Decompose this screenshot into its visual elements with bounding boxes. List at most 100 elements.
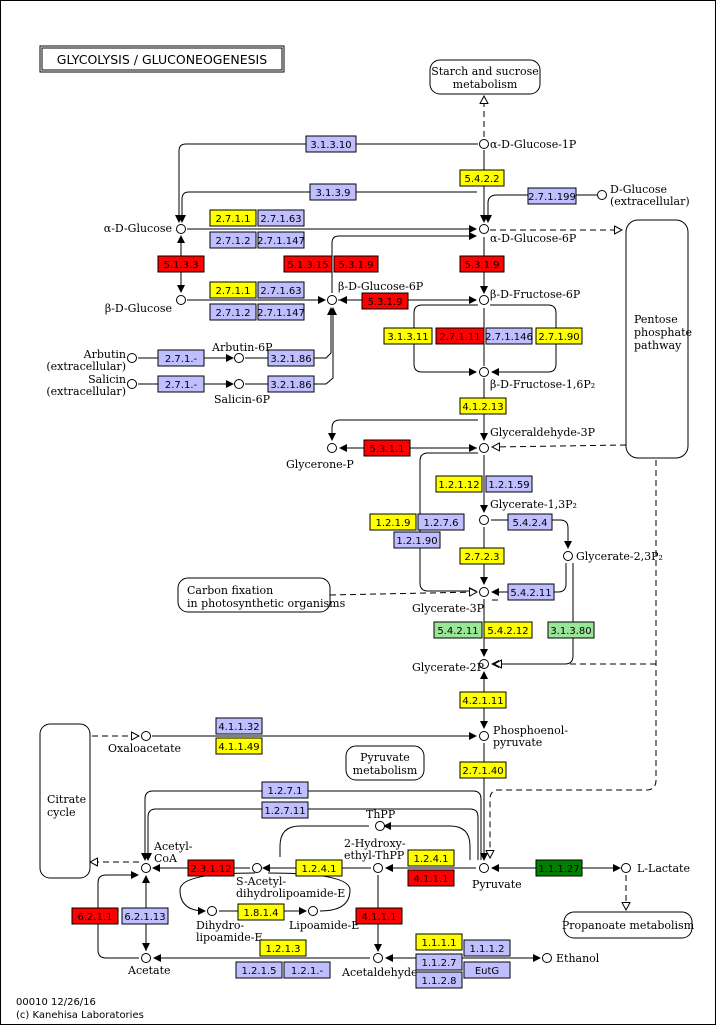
compound-acetaldehyde[interactable] [373, 953, 383, 963]
enzyme-rect[interactable] [209, 303, 257, 321]
enzyme-rect[interactable] [463, 961, 511, 979]
enzyme-box[interactable]: 1.2.1.59 [485, 475, 533, 493]
enzyme-box[interactable]: 1.1.2.8 [415, 971, 463, 989]
compound-b-fru16p2[interactable] [479, 367, 489, 377]
enzyme-rect[interactable] [187, 859, 235, 877]
enzyme-rect[interactable] [435, 327, 485, 345]
enzyme-box[interactable]: EutG [463, 961, 511, 979]
enzyme-rect[interactable] [283, 961, 331, 979]
enzyme-rect[interactable] [535, 327, 583, 345]
enzyme-box[interactable]: 5.4.2.11 [433, 621, 483, 639]
enzyme-rect[interactable] [215, 717, 263, 735]
enzyme-rect[interactable] [369, 513, 417, 531]
enzyme-box[interactable]: 6.2.1.1 [71, 907, 119, 925]
enzyme-rect[interactable] [393, 531, 441, 549]
enzyme-rect[interactable] [459, 169, 505, 187]
enzyme-rect[interactable] [261, 781, 309, 799]
map-carbon-fixation[interactable]: Carbon fixation in photosynthetic organi… [177, 577, 346, 613]
compound-l-lactate[interactable] [621, 863, 631, 873]
compound-arbutin[interactable] [127, 353, 137, 363]
enzyme-rect[interactable] [383, 327, 433, 345]
compound-a-glc1p[interactable] [479, 139, 489, 149]
enzyme-box[interactable]: 4.1.1.49 [215, 737, 263, 755]
enzyme-rect[interactable] [237, 903, 285, 921]
enzyme-box[interactable]: 5.3.1.9 [361, 292, 409, 310]
enzyme-rect[interactable] [209, 231, 257, 249]
enzyme-rect[interactable] [71, 907, 119, 925]
compound-d-glucose-ext[interactable] [597, 190, 607, 200]
compound-pyruvate[interactable] [479, 863, 489, 873]
compound-arbutin6p[interactable] [234, 353, 244, 363]
compound-b-glc6p[interactable] [327, 295, 337, 305]
enzyme-box[interactable]: 1.2.1.- [283, 961, 331, 979]
enzyme-rect[interactable] [507, 583, 555, 601]
compound-hydroxyethyl-thpp[interactable] [373, 863, 383, 873]
compound-nodes[interactable] [127, 139, 631, 963]
compound-a-glucose[interactable] [176, 224, 186, 234]
compound-thpp[interactable] [375, 821, 385, 831]
compound-ethanol[interactable] [542, 953, 552, 963]
enzyme-box[interactable]: 5.1.3.15 [283, 255, 333, 273]
enzyme-rect[interactable] [259, 939, 307, 957]
enzyme-rect[interactable] [257, 231, 305, 249]
enzyme-rect[interactable] [483, 621, 533, 639]
enzyme-box[interactable]: 1.2.1.90 [393, 531, 441, 549]
enzyme-boxes[interactable]: 3.1.3.10 5.4.2.2 2.7.1.199 3.1.3.9 2.7.1… [71, 135, 595, 989]
enzyme-box[interactable]: 5.4.2.12 [483, 621, 533, 639]
enzyme-box[interactable]: 1.2.7.11 [261, 801, 309, 819]
enzyme-box[interactable]: 2.7.1.1 [209, 281, 257, 299]
enzyme-box[interactable]: 2.7.1.63 [257, 209, 305, 227]
enzyme-rect[interactable] [355, 907, 403, 925]
compound-glycerate-2p[interactable] [479, 659, 489, 669]
enzyme-box[interactable]: 3.1.3.10 [305, 135, 357, 153]
enzyme-box[interactable]: 1.8.1.4 [237, 903, 285, 921]
enzyme-box[interactable]: 3.2.1.86 [267, 349, 315, 367]
map-pyruvate-metabolism[interactable]: Pyruvate metabolism [345, 745, 425, 781]
enzyme-box[interactable]: 2.7.2.3 [459, 547, 505, 565]
enzyme-box[interactable]: 2.7.1.- [157, 349, 205, 367]
enzyme-box[interactable]: 3.1.3.9 [309, 183, 357, 201]
enzyme-rect[interactable] [463, 939, 511, 957]
map-starch-sucrose[interactable]: Starch and sucrose metabolism [429, 59, 541, 95]
enzyme-rect[interactable] [459, 691, 507, 709]
enzyme-box[interactable]: 1.2.1.3 [259, 939, 307, 957]
enzyme-rect[interactable] [417, 513, 465, 531]
compound-g3p[interactable] [479, 443, 489, 453]
enzyme-box[interactable]: 4.1.1.1 [355, 907, 403, 925]
enzyme-box[interactable]: 5.1.3.3 [157, 255, 205, 273]
enzyme-rect[interactable] [363, 439, 411, 457]
enzyme-box[interactable]: 3.1.3.11 [383, 327, 433, 345]
enzyme-box[interactable]: 2.7.1.11 [435, 327, 485, 345]
enzyme-rect[interactable] [305, 135, 357, 153]
enzyme-box[interactable]: 1.2.4.1 [295, 859, 343, 877]
enzyme-rect[interactable] [415, 933, 463, 951]
enzyme-box[interactable]: 2.7.1.2 [209, 231, 257, 249]
enzyme-box[interactable]: 2.7.1.90 [535, 327, 583, 345]
enzyme-box[interactable]: 1.1.1.1 [415, 933, 463, 951]
enzyme-box[interactable]: 1.1.2.7 [415, 953, 463, 971]
enzyme-rect[interactable] [257, 303, 305, 321]
enzyme-box[interactable]: 5.3.1.9 [459, 255, 505, 273]
enzyme-box[interactable]: 1.2.1.12 [435, 475, 483, 493]
enzyme-box[interactable]: 2.7.1.63 [257, 281, 305, 299]
enzyme-rect[interactable] [459, 397, 507, 415]
enzyme-box[interactable]: 1.2.4.1 [407, 849, 455, 867]
compound-a-glc6p[interactable] [479, 224, 489, 234]
enzyme-rect[interactable] [215, 737, 263, 755]
enzyme-box[interactable]: 2.7.1.1 [209, 209, 257, 227]
enzyme-rect[interactable] [157, 255, 205, 273]
compound-salicin6p[interactable] [234, 379, 244, 389]
enzyme-box[interactable]: 4.2.1.11 [459, 691, 507, 709]
enzyme-box[interactable]: 1.2.7.1 [261, 781, 309, 799]
enzyme-box[interactable]: 2.7.1.147 [257, 231, 305, 249]
enzyme-box[interactable]: 5.4.2.4 [507, 513, 553, 531]
compound-oxaloacetate[interactable] [141, 731, 151, 741]
map-propanoate[interactable]: Propanoate metabolism [562, 911, 695, 939]
enzyme-rect[interactable] [507, 513, 553, 531]
enzyme-rect[interactable] [235, 961, 283, 979]
enzyme-rect[interactable] [267, 349, 315, 367]
enzyme-rect[interactable] [295, 859, 343, 877]
enzyme-rect[interactable] [309, 183, 357, 201]
enzyme-box[interactable]: 1.1.1.27 [535, 859, 583, 877]
compound-g23p2[interactable] [563, 551, 573, 561]
